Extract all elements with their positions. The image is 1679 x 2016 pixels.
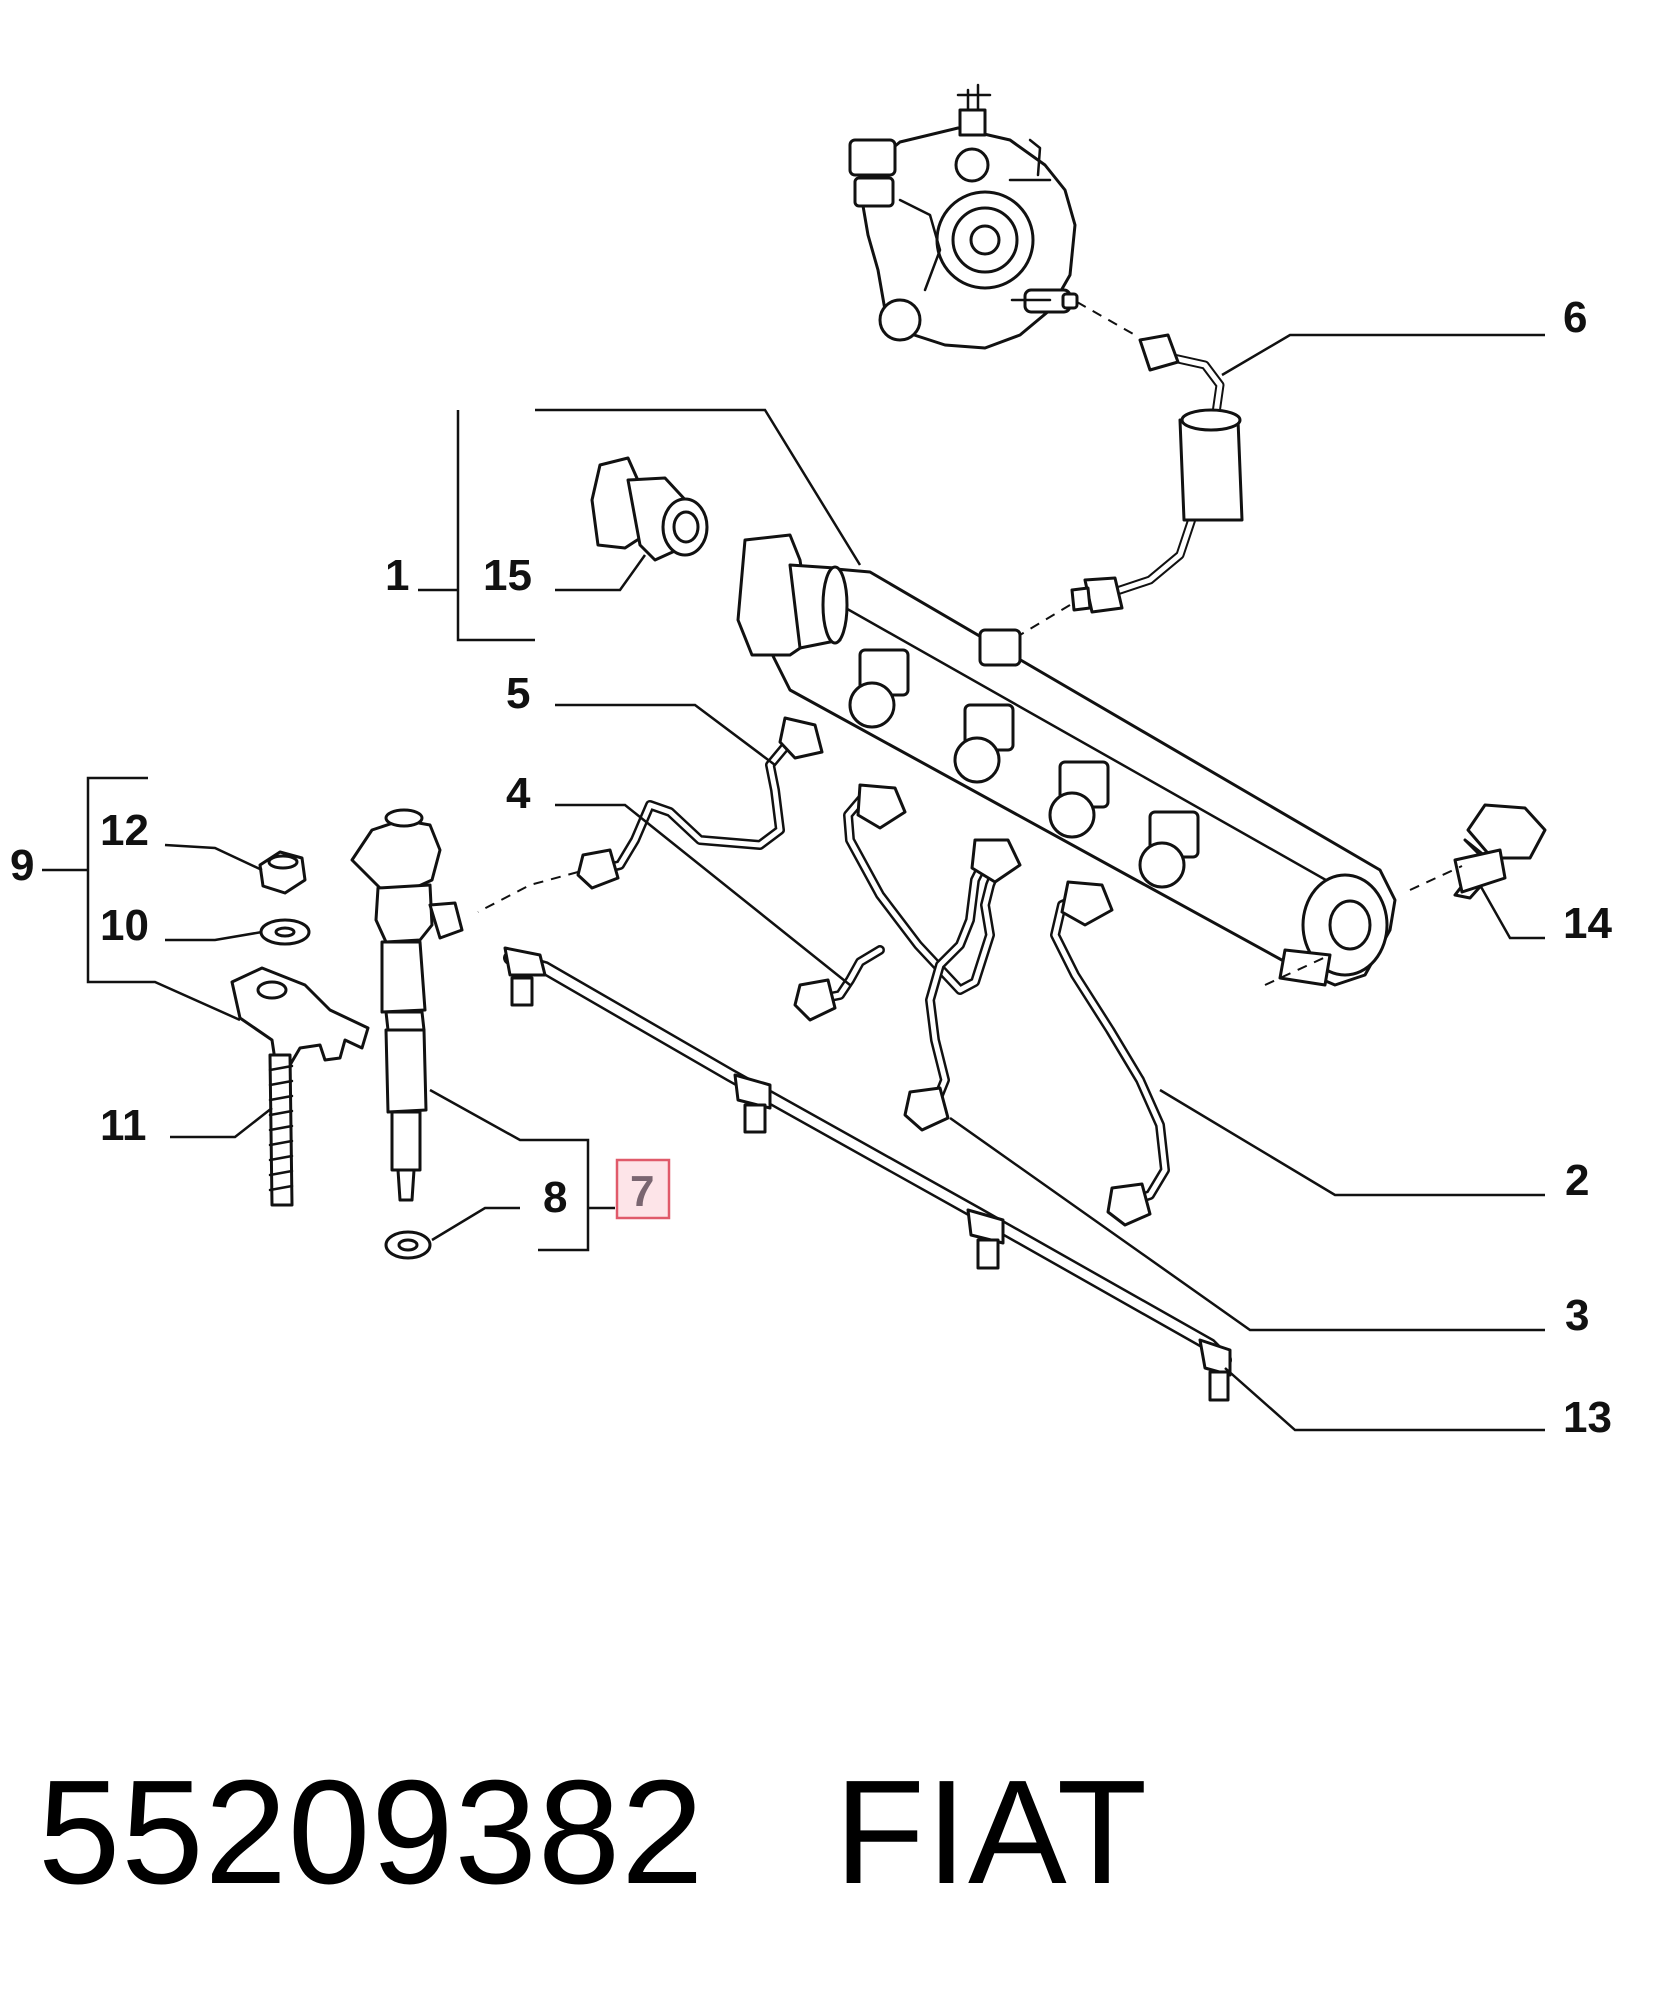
callout-1: 1 (385, 551, 409, 600)
callout-6: 6 (1563, 293, 1587, 342)
bolt-dashline (1409, 865, 1463, 891)
injector-clamp-bracket (230, 966, 370, 1067)
pump-to-rail-pipe (1070, 333, 1244, 614)
leader-lines (42, 333, 1545, 1432)
pump-connection-dashline (1076, 301, 1136, 336)
rail-inlet-dashline (1019, 604, 1071, 636)
part-number: 55209382 (38, 1750, 705, 1915)
callout-5: 5 (506, 669, 530, 718)
leak-off-pipe (503, 946, 1232, 1402)
injector-clamp-washer (259, 918, 311, 946)
fuel-injector (350, 808, 464, 1202)
callout-4: 4 (506, 769, 531, 818)
callout-3: 3 (1565, 1291, 1589, 1340)
callout-14: 14 (1563, 899, 1612, 948)
injector-pipe-4 (793, 783, 1005, 1022)
callout-10: 10 (100, 901, 149, 950)
callout-2: 2 (1565, 1156, 1589, 1205)
callout-7: 7 (630, 1167, 654, 1216)
high-pressure-pump (848, 83, 1079, 350)
injector-inlet-dashline (477, 871, 579, 913)
callout-8: 8 (543, 1173, 567, 1222)
injector-clamp-nut (258, 850, 307, 895)
callout-9: 9 (10, 841, 34, 890)
callout-11: 11 (100, 1101, 147, 1150)
injector-pipes (576, 716, 1170, 1227)
part-caption: 55209382 FIAT (38, 1748, 1148, 1918)
callout-labels: 6 1 15 5 4 9 12 10 11 8 14 2 3 13 7 (10, 293, 1612, 1442)
injector-pipe-3 (903, 838, 1022, 1132)
injector-washer (384, 1230, 432, 1260)
common-rail (736, 533, 1397, 987)
callout-7-highlight[interactable]: 7 (615, 1158, 671, 1220)
rail-mounting-bolt (1453, 803, 1547, 900)
rail-end-dashline (1264, 954, 1331, 986)
callout-12: 12 (100, 806, 149, 855)
rail-pressure-sensor (590, 456, 709, 562)
callout-15: 15 (483, 551, 532, 600)
injector-pipe-5 (576, 716, 824, 890)
callout-13: 13 (1563, 1393, 1612, 1442)
brand-name: FIAT (834, 1750, 1149, 1915)
injector-pipe-2 (1050, 880, 1170, 1227)
rail-outlet-bosses (848, 628, 1200, 889)
highlight-box (615, 1158, 671, 1220)
injector-clamp-stud (268, 1053, 294, 1207)
